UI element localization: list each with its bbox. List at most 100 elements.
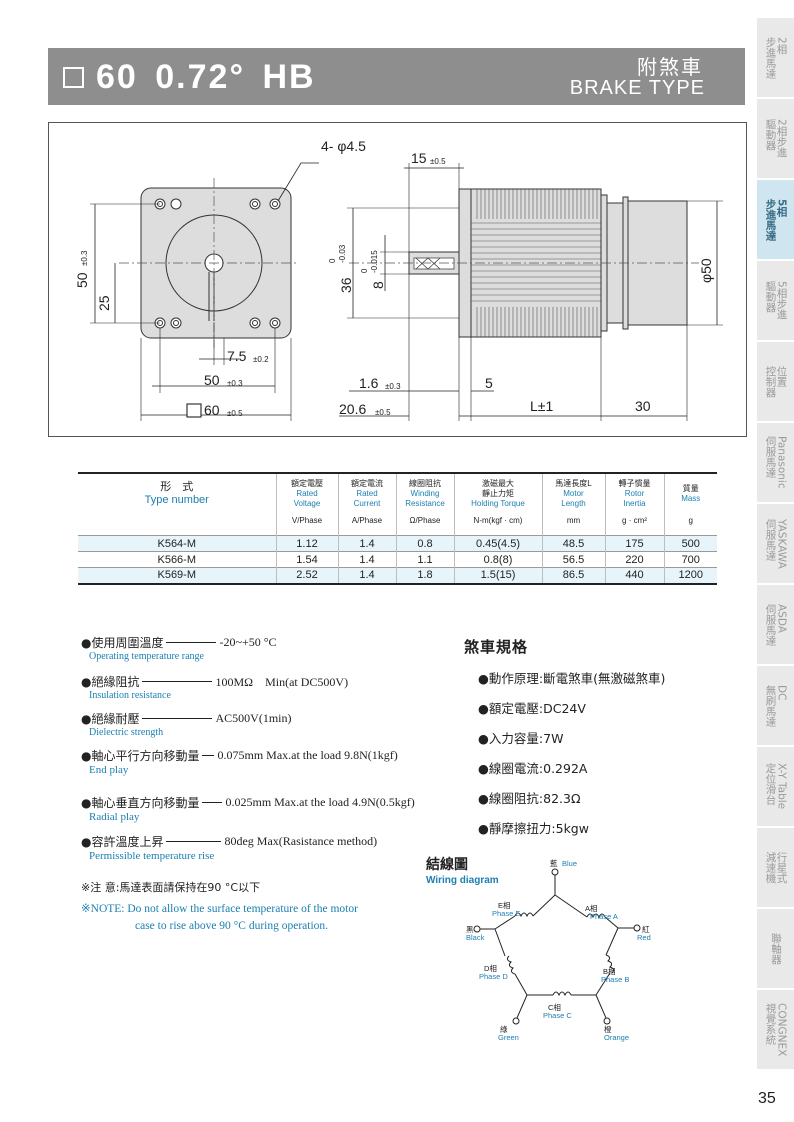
dim-50-side-tol: ±0.3: [80, 250, 89, 266]
env-label: ●軸心垂直方向移動量: [81, 796, 200, 810]
page-title: 60 0.72° HB: [96, 58, 316, 96]
table-row: K566-M 1.54 1.4 1.1 0.8(8) 56.5 220 700: [78, 551, 717, 568]
phase-b-cn: B相: [603, 966, 616, 976]
sidebar-item-asda[interactable]: ASDA 伺服馬達: [757, 585, 794, 665]
sidebar-item-label: 行星式 減速機: [764, 851, 788, 884]
table-cell: 1.4: [337, 551, 396, 568]
lead-terminal-icon: [551, 868, 559, 876]
leader-line: [142, 718, 213, 719]
sidebar-item-5phase-driver[interactable]: 5相步進 驅動器: [757, 261, 794, 341]
sidebar-item-planetary-gearbox[interactable]: 行星式 減速機: [757, 828, 794, 908]
sidebar-item-label: 5相 步進馬達: [764, 198, 788, 241]
env-label-en: End play: [89, 764, 129, 776]
leader-line: [142, 681, 213, 682]
sidebar-item-dc-brushless[interactable]: DC 無刷馬達: [757, 666, 794, 746]
note-en-line2: case to rise above 90 °C during operatio…: [135, 920, 329, 932]
sidebar-item-5phase-motor[interactable]: 5相 步進馬達: [757, 180, 794, 260]
sidebar-item-panasonic[interactable]: Panasonic 伺服馬達: [757, 423, 794, 503]
lead-terminal-icon: [603, 1017, 611, 1025]
dim-36-tol-bottom: -0.03: [338, 244, 347, 263]
brake-item: ●線圈電流:0.292A: [478, 761, 588, 776]
dim-L: L±1: [530, 398, 553, 414]
env-label: ●軸心平行方向移動量: [81, 749, 200, 763]
dim-60: 60: [204, 402, 220, 418]
table-cell: 1.12: [275, 535, 338, 552]
sidebar-item-label: DC 無刷馬達: [764, 684, 788, 727]
dim-1-6: 1.6: [359, 375, 379, 391]
dim-8-tol-bottom: -0.015: [370, 250, 379, 273]
dim-20-6: 20.6: [339, 401, 366, 417]
unit-cell: A/Phase: [337, 512, 396, 536]
sidebar-item-label: ASDA 伺服馬達: [764, 603, 788, 646]
sidebar-item-xy-table[interactable]: X-Y Table 定位滑台: [757, 747, 794, 827]
lead-black-en: Black: [466, 933, 485, 942]
unit-cell: g: [663, 512, 717, 536]
sidebar-item-2phase-driver[interactable]: 2相步進 驅動器: [757, 99, 794, 179]
sidebar-item-label: 2相步進 驅動器: [764, 119, 788, 158]
sidebar-item-2phase-motor[interactable]: 2相 步進馬達: [757, 18, 794, 98]
sidebar-item-position-controller[interactable]: 位置 控制器: [757, 342, 794, 422]
env-label: ●使用周圍溫度: [81, 636, 164, 650]
sidebar-item-congnex[interactable]: CONGNEX 視覺系統: [757, 990, 794, 1070]
env-label-en: Radial play: [89, 811, 140, 823]
phase-a-cn: A相: [585, 903, 598, 913]
env-label-en: Permissible temperature rise: [89, 850, 215, 862]
sidebar-item-label: X-Y Table 定位滑台: [764, 763, 788, 810]
front-view: [90, 162, 319, 421]
dim-5: 5: [485, 375, 493, 391]
unit-cell: mm: [541, 512, 605, 536]
lead-terminal-icon: [512, 1017, 520, 1025]
lead-green-en: Green: [498, 1033, 519, 1042]
sidebar-item-label: CONGNEX 視覺系統: [764, 1002, 788, 1057]
header-subtitle-cn: 附煞車: [637, 55, 703, 79]
lead-terminal-icon: [633, 924, 641, 932]
table-cell: 175: [604, 535, 664, 552]
dim-30: 30: [635, 398, 651, 414]
wiring-title: 結線圖: [426, 857, 468, 873]
phase-e-en: Phase E: [492, 909, 520, 918]
table-cell: K569-M: [78, 567, 276, 585]
env-label-en: Insulation resistance: [89, 690, 171, 701]
env-label-en: Operating temperature range: [89, 651, 204, 662]
leader-line: [166, 841, 222, 842]
brake-item: ●線圈阻抗:82.3Ω: [478, 791, 581, 806]
table-row: K564-M 1.12 1.4 0.8 0.45(4.5) 48.5 175 5…: [78, 535, 717, 552]
sidebar-item-label: 聯軸器: [770, 932, 782, 965]
table-cell: 440: [604, 567, 664, 585]
lead-black-cn: 黑: [466, 925, 474, 934]
page-header: 60 0.72° HB 附煞車 BRAKE TYPE: [48, 48, 745, 105]
table-cell: 700: [663, 551, 717, 568]
table-row: K569-M 2.52 1.4 1.8 1.5(15) 86.5 440 120…: [78, 567, 717, 585]
motor-dimension-drawing: 4- φ4.5 50 ±0.3 25 7.5 ±0.2 50 ±0.3 60 ±…: [74, 138, 723, 421]
dim-50-side: 50: [74, 272, 90, 288]
sidebar-item-coupling[interactable]: 聯軸器: [757, 909, 794, 989]
phase-e-cn: E相: [498, 900, 511, 910]
table-cell: 220: [604, 551, 664, 568]
side-view: [339, 163, 723, 421]
table-cell: 1.1: [395, 551, 454, 568]
page-number: 35: [758, 1090, 776, 1107]
env-label: ●絕緣耐壓: [81, 712, 140, 726]
phase-b-en: Phase B: [601, 975, 629, 984]
dim-60-tol: ±0.5: [227, 409, 243, 418]
dim-50-bottom-tol: ±0.3: [227, 379, 243, 388]
dim-8: 8: [370, 281, 386, 289]
lead-blue-cn: 藍: [550, 858, 558, 868]
table-cell: 500: [663, 535, 717, 552]
sidebar-item-yaskawa[interactable]: YASKAWA 伺服馬達: [757, 504, 794, 584]
dim-50-bottom: 50: [204, 372, 220, 388]
phase-c-cn: C相: [548, 1002, 561, 1012]
brake-spec-title: 煞車規格: [464, 638, 529, 656]
env-label: ●容許溫度上昇: [81, 835, 164, 849]
